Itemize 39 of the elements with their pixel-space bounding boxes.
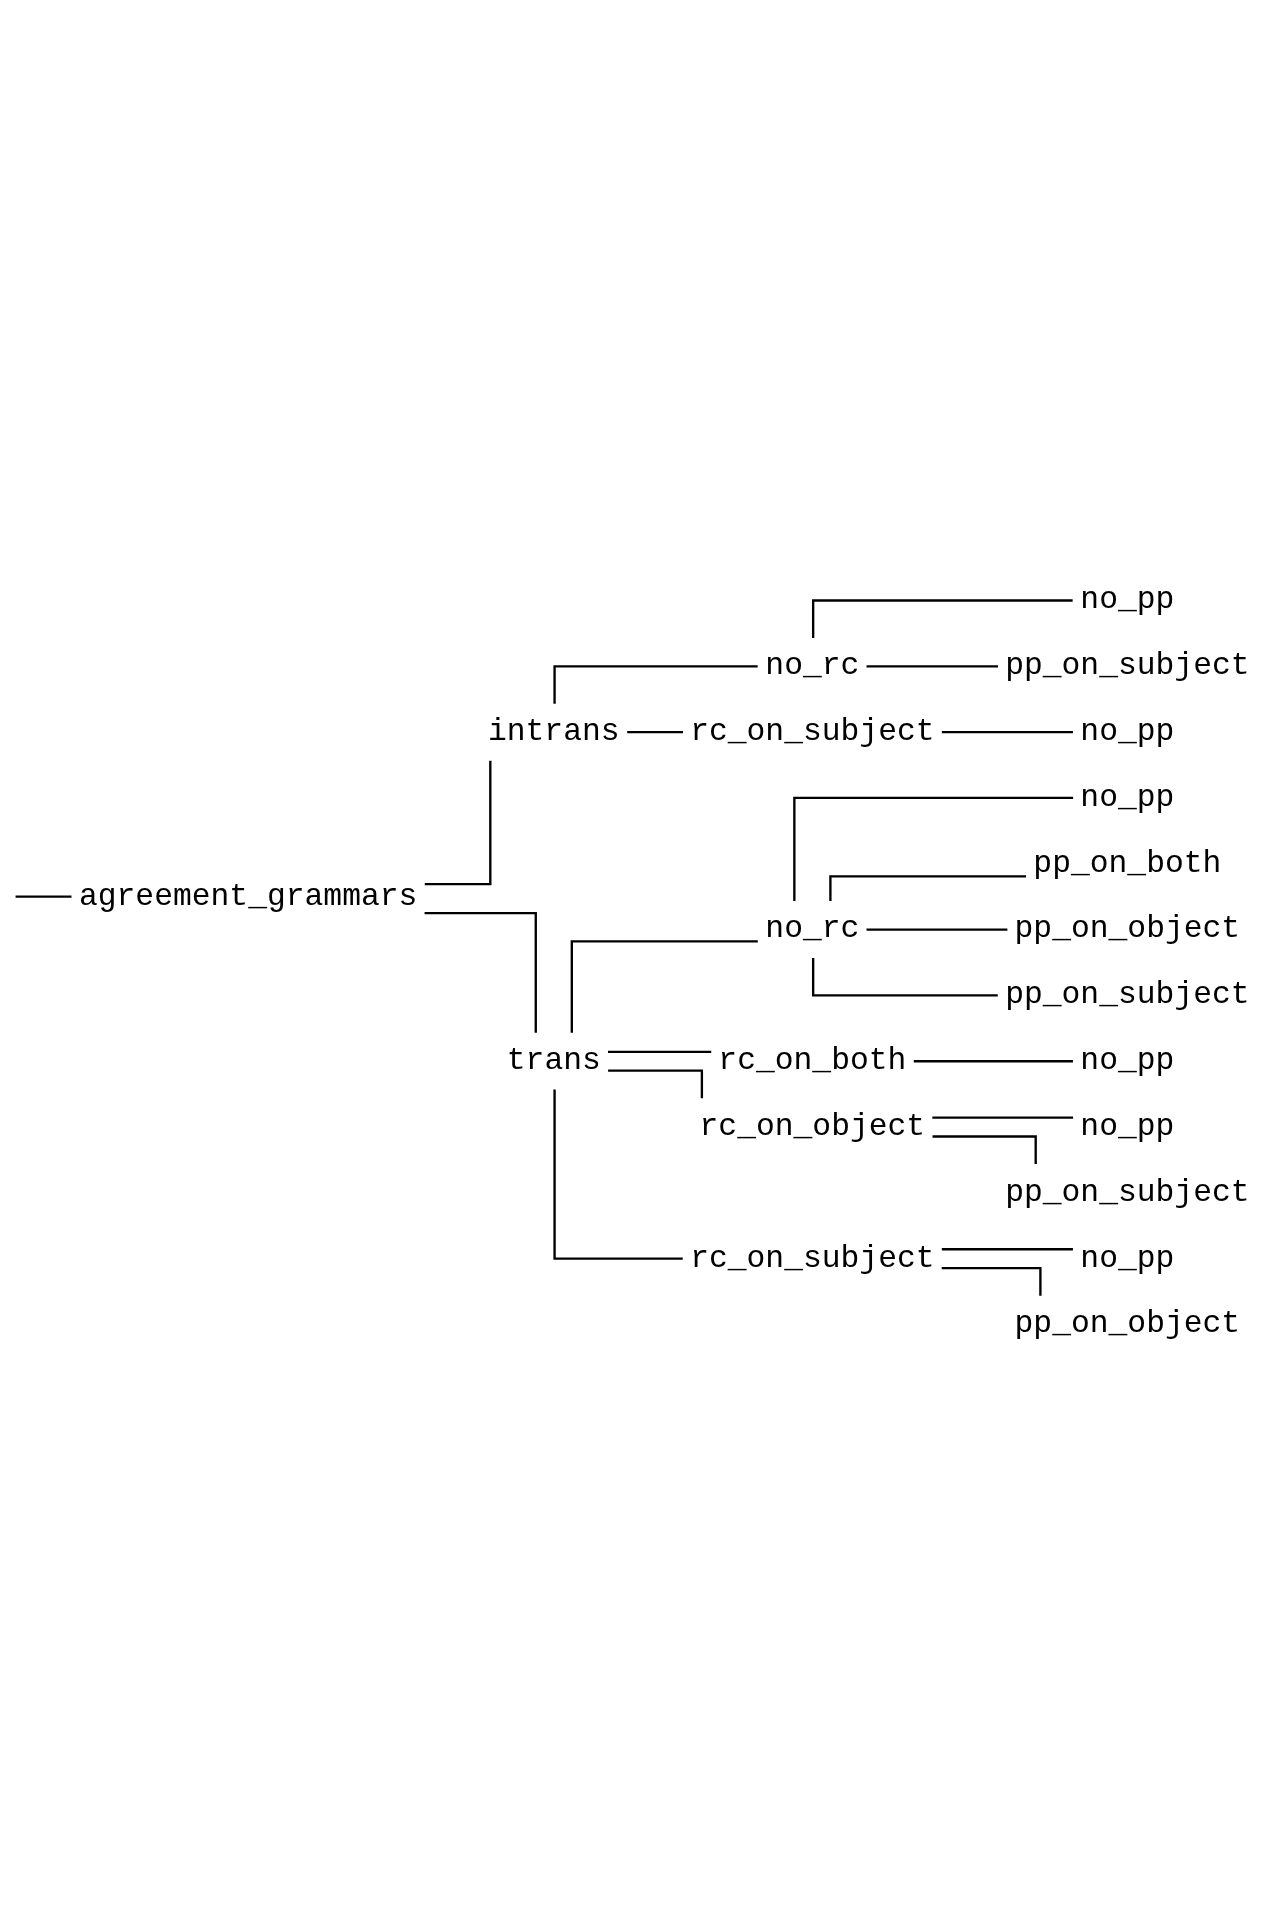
node-text: no_pp (1080, 713, 1175, 749)
connector (866, 928, 1008, 931)
connector (553, 1089, 683, 1260)
node-text: pp_on_both (1033, 845, 1222, 881)
node-text: no_pp (1080, 779, 1175, 815)
connector (913, 1060, 1073, 1063)
node-text: rc_on_both (718, 1043, 907, 1079)
node-text: pp_on_subject (1005, 1174, 1250, 1210)
node-text: no_pp (1080, 1240, 1175, 1276)
node-text: no_rc (765, 911, 860, 947)
node-text: no_pp (1080, 582, 1175, 618)
connector (793, 796, 1074, 901)
connector (553, 665, 758, 704)
node-text: rc_on_subject (690, 1240, 935, 1276)
connector (941, 730, 1073, 734)
node-text: rc_on_object (699, 1108, 926, 1144)
connector (424, 911, 537, 1033)
connector (424, 760, 492, 886)
connector (627, 730, 683, 734)
connector (812, 957, 998, 997)
node-text: no_rc (765, 648, 860, 684)
connector (829, 875, 1026, 902)
connector (608, 1050, 712, 1053)
node-text: trans (506, 1043, 601, 1079)
connector (15, 895, 72, 898)
connector (812, 599, 1073, 638)
node-text: pp_on_object (1014, 911, 1241, 947)
node-text: pp_on_subject (1005, 648, 1250, 684)
connector (866, 665, 999, 668)
node-text: pp_on_object (1014, 1306, 1241, 1342)
node-text: intrans (487, 713, 620, 749)
node-text: no_pp (1080, 1108, 1175, 1144)
node-text: pp_on_subject (1005, 977, 1250, 1013)
node-text: no_pp (1080, 1043, 1175, 1079)
node-text: rc_on_subject (690, 713, 935, 749)
connector (570, 940, 758, 1033)
connector (932, 1116, 1074, 1119)
node-text: agreement_grammars (78, 878, 418, 914)
connector (941, 1248, 1073, 1251)
